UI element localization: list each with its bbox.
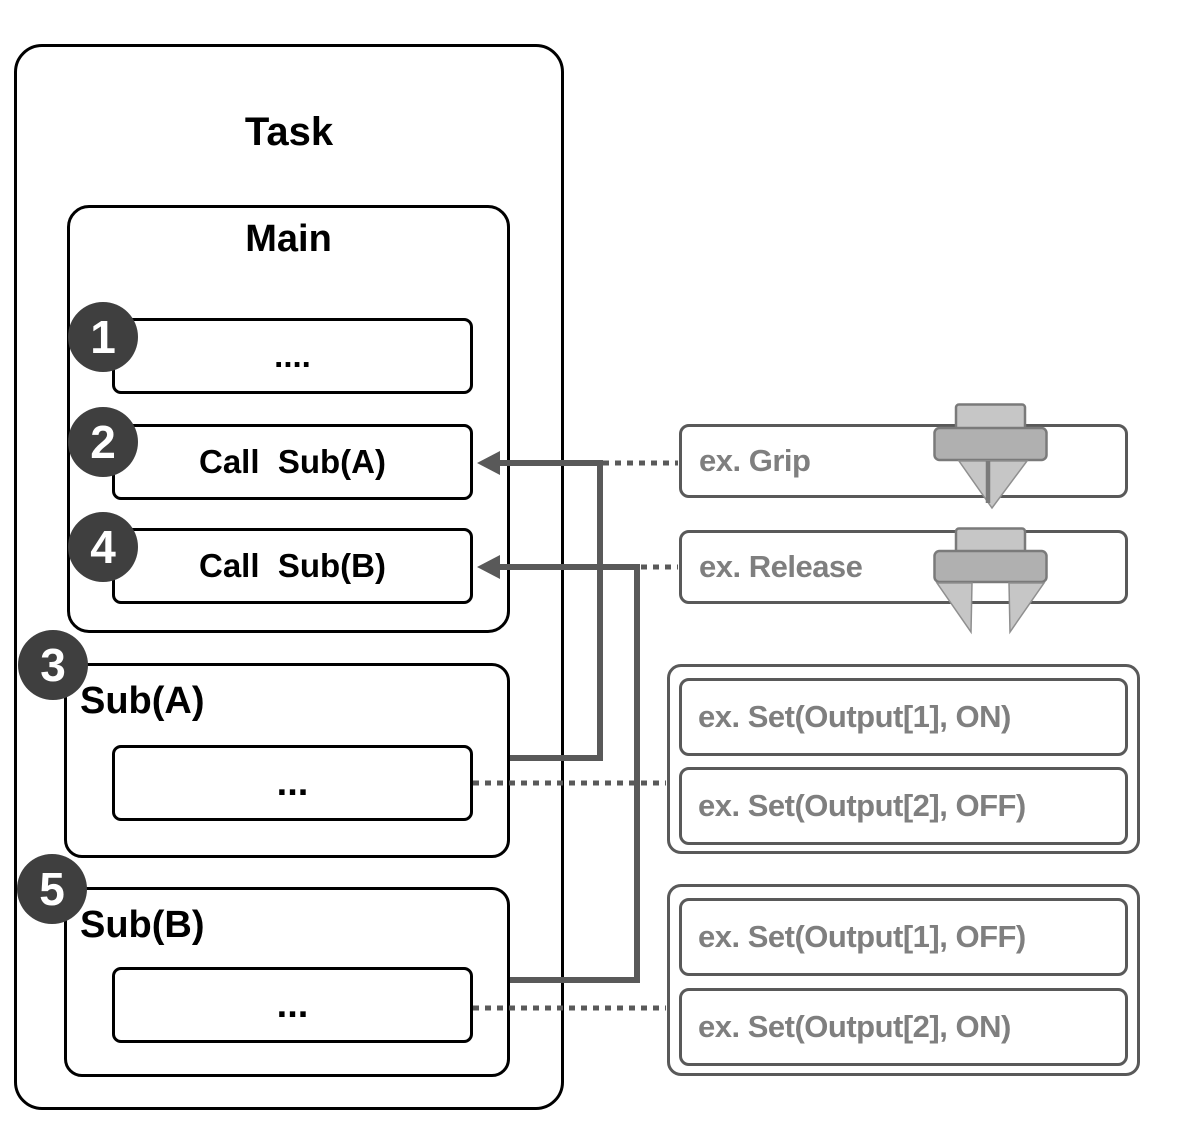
- step-badge-3: 3: [18, 630, 88, 700]
- example-release-box: ex. Release: [679, 530, 1128, 604]
- example-grip-box: ex. Grip: [679, 424, 1128, 498]
- example-set-output2-on: ex. Set(Output[2], ON): [679, 988, 1128, 1066]
- step-badge-4-number: 4: [90, 521, 116, 573]
- step-badge-4: 4: [68, 512, 138, 582]
- sub-b-title: Sub(B): [80, 904, 205, 946]
- step-badge-1-number: 1: [90, 311, 116, 363]
- step-badge-3-number: 3: [40, 639, 66, 691]
- example-group-sub-a: ex. Set(Output[1], ON) ex. Set(Output[2]…: [667, 664, 1140, 854]
- step-badge-2: 2: [68, 407, 138, 477]
- task-title-line1: Task: [244, 110, 334, 154]
- gripper-closed-icon: [933, 403, 1048, 510]
- sub-a-title: Sub(A): [80, 680, 205, 722]
- step-box-call-sub-b: Call Sub(B): [112, 528, 473, 604]
- step-box-1: ....: [112, 318, 473, 394]
- example-set-output2-off: ex. Set(Output[2], OFF): [679, 767, 1128, 845]
- step-box-call-sub-a: Call Sub(A): [112, 424, 473, 500]
- example-group-sub-b: ex. Set(Output[1], OFF) ex. Set(Output[2…: [667, 884, 1140, 1076]
- step-badge-5: 5: [17, 854, 87, 924]
- main-block-title: Main: [245, 218, 332, 260]
- step-badge-1: 1: [68, 302, 138, 372]
- sub-a-body-box: ...: [112, 745, 473, 821]
- example-set-output1-on: ex. Set(Output[1], ON): [679, 678, 1128, 756]
- example-set-output1-off: ex. Set(Output[1], OFF): [679, 898, 1128, 976]
- gripper-open-icon: [933, 527, 1048, 635]
- step-badge-2-number: 2: [90, 416, 116, 468]
- step-badge-5-number: 5: [39, 863, 65, 915]
- sub-b-body-box: ...: [112, 967, 473, 1043]
